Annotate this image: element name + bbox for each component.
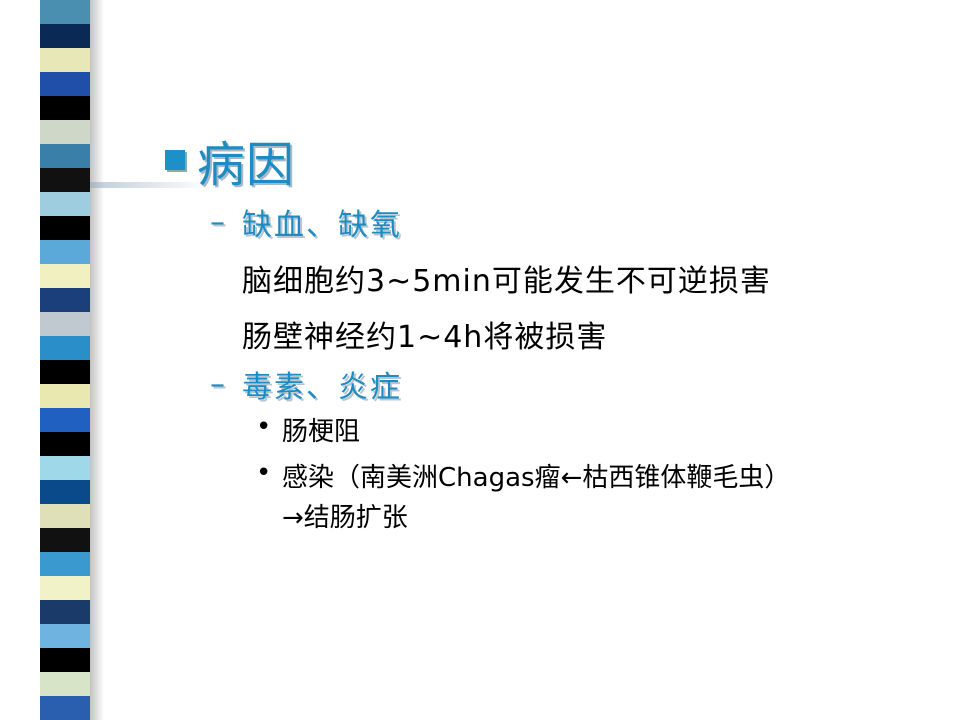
decorative-stripe [40,0,90,720]
stripe-block [40,288,90,312]
section-heading-text: 毒素、炎症 [242,370,402,405]
section-heading-2: – 毒素、炎症 [210,362,402,406]
stripe-block [40,408,90,432]
list-item: • 感染（南美洲Chagas瘤←枯西锥体鞭毛虫） [256,458,922,498]
stripe-block [40,144,90,168]
list-item-continuation: →结肠扩张 [282,503,408,533]
stripe-block [40,600,90,624]
stripe-block [40,360,90,384]
stripe-block [40,96,90,120]
stripe-block [40,264,90,288]
dash-icon: – [210,366,225,402]
stripe-block [40,336,90,360]
stripe-block [40,648,90,672]
stripe-block [40,216,90,240]
stripe-block [40,312,90,336]
stripe-block [40,552,90,576]
list-item-text: 感染（南美洲Chagas瘤←枯西锥体鞭毛虫） [282,463,791,493]
stripe-block [40,456,90,480]
text-line: 肠壁神经约1~4h将被损害 [242,320,608,355]
section-heading-1: – 缺血、缺氧 [210,200,402,244]
stripe-block [40,72,90,96]
stripe-block [40,576,90,600]
text-line: 脑细胞约3~5min可能发生不可逆损害 [242,264,771,299]
square-bullet-icon [165,150,185,170]
bullet-dot-icon: • [256,412,272,442]
stripe-shadow [90,0,104,720]
list-item: • 肠梗阻 [256,412,922,452]
bullet-dot-icon: • [256,458,272,488]
stripe-block [40,624,90,648]
stripe-block [40,120,90,144]
slide-title: 病因 [165,128,296,193]
title-rule [90,182,210,188]
stripe-block [40,528,90,552]
stripe-block [40,480,90,504]
title-text: 病因 [197,137,296,193]
stripe-block [40,504,90,528]
list-item-text: 肠梗阻 [282,417,361,447]
stripe-block [40,24,90,48]
stripe-block [40,432,90,456]
stripe-block [40,0,90,24]
dash-icon: – [210,204,225,240]
stripe-block [40,240,90,264]
stripe-block [40,672,90,696]
stripe-block [40,168,90,192]
stripe-block [40,384,90,408]
stripe-block [40,696,90,720]
stripe-block [40,48,90,72]
stripe-block [40,192,90,216]
section-heading-text: 缺血、缺氧 [242,208,402,243]
